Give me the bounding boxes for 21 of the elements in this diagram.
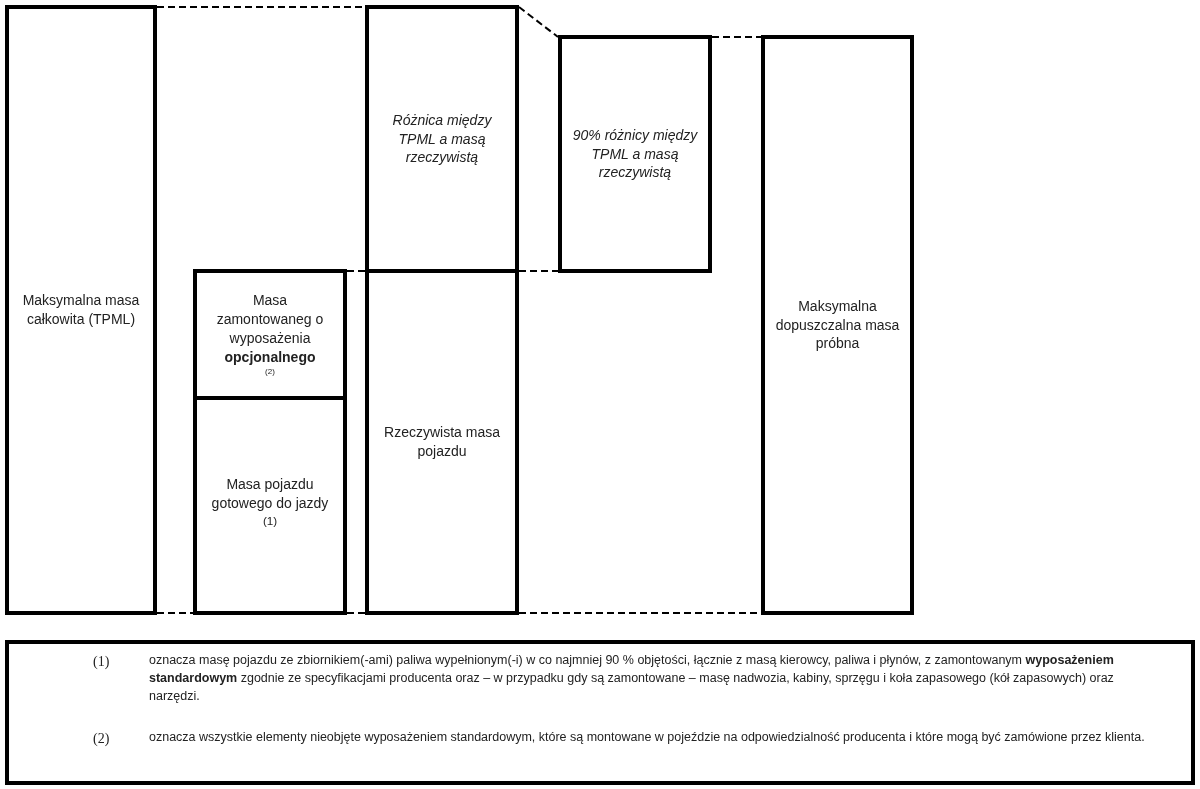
footnote-text: oznacza masę pojazdu ze zbiornikiem(-ami) paliwa wypełnionym(-i) w co najmniej 90 % objętości, łącznie z masą kierowcy, paliwa i płynów, z zamontowanym wyposażeniem standardowym zgodnie ze specyfikacjami producenta oraz – w przypadku gdy są zamontowane – masę nadwozia, kabiny, sprzęgu i koła zapasowego (kół zapasowych) oraz narzędzi. xyxy=(149,652,1115,705)
footnote-number: (2) xyxy=(93,730,111,749)
box-label: Różnica między TPML a masą rzeczywistą xyxy=(391,110,493,168)
mass-box xyxy=(5,5,157,615)
dashed-guide-line xyxy=(346,270,366,272)
box-label: Maksymalna dopuszczalna masa próbna xyxy=(775,296,900,354)
dashed-guide-line xyxy=(346,612,366,614)
footnote-text: oznacza wszystkie elementy nieobjęte wyposażeniem standardowym, które są montowane w pojeździe na odpowiedzialność producenta i które mogą być zamówione przez klienta. xyxy=(149,729,1146,747)
mass-box xyxy=(558,35,712,273)
box-label: Maksymalna masa całkowita (TPML) xyxy=(21,291,141,329)
footnote-mark: (2) xyxy=(265,366,275,378)
dashed-guide-line xyxy=(156,612,194,614)
footnote-number: (1) xyxy=(93,653,111,671)
dashed-guide-line xyxy=(518,6,559,38)
dashed-guide-line xyxy=(711,36,762,38)
mass-box xyxy=(761,35,914,615)
dashed-guide-line xyxy=(518,270,559,272)
box-label: Masa zamontowaneg o wyposażenia opcjonalnego xyxy=(215,291,325,367)
box-label: 90% różnicy między TPML a masą rzeczywistą xyxy=(572,125,698,183)
box-label: Rzeczywista masa pojazdu xyxy=(383,423,501,461)
footnote-panel xyxy=(5,640,1195,785)
